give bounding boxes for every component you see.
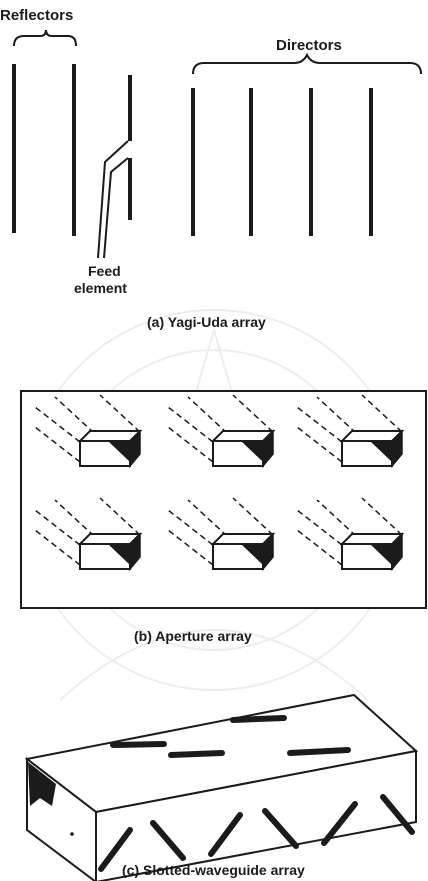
caption-c: (c) Slotted-waveguide array — [122, 862, 305, 878]
end-dot — [70, 832, 74, 836]
feed-line — [97, 140, 129, 259]
caption-a: (a) Yagi-Uda array — [147, 314, 266, 330]
reflectors-label: Reflectors — [0, 7, 73, 24]
horn-aperture — [167, 394, 276, 469]
waveguide-end-shading — [28, 762, 56, 806]
narrow-wall-slot — [98, 827, 133, 872]
narrow-wall-slot — [380, 794, 415, 835]
caption-b: (b) Aperture array — [134, 628, 252, 644]
slotted-waveguide-diagram: (c) Slotted-waveguide array — [24, 693, 419, 881]
yagi-uda-diagram: Reflectors Directors Feed element (a) Ya… — [0, 7, 422, 330]
horn-aperture — [34, 394, 143, 469]
directors-label: Directors — [276, 37, 342, 54]
reflectors-brace — [13, 29, 77, 47]
aperture-array-frame — [20, 390, 427, 609]
broad-wall-slot — [168, 750, 225, 758]
broad-wall-slot — [230, 715, 287, 723]
horn-aperture — [34, 497, 143, 572]
narrow-wall-slot — [208, 812, 243, 857]
directors-brace — [192, 52, 422, 75]
feed-line — [103, 157, 129, 259]
narrow-wall-slot — [321, 801, 358, 846]
horn-grid — [34, 394, 405, 572]
broad-wall-slot — [110, 741, 167, 748]
horn-aperture — [296, 497, 405, 572]
feed-label: element — [74, 280, 127, 296]
narrow-wall-slot — [150, 820, 186, 861]
horn-aperture — [296, 394, 405, 469]
aperture-array-diagram: (b) Aperture array — [20, 390, 427, 644]
narrow-wall-slot — [262, 808, 299, 849]
horn-aperture — [167, 497, 276, 572]
feed-label: Feed — [88, 263, 121, 279]
broad-wall-slot — [287, 747, 351, 756]
